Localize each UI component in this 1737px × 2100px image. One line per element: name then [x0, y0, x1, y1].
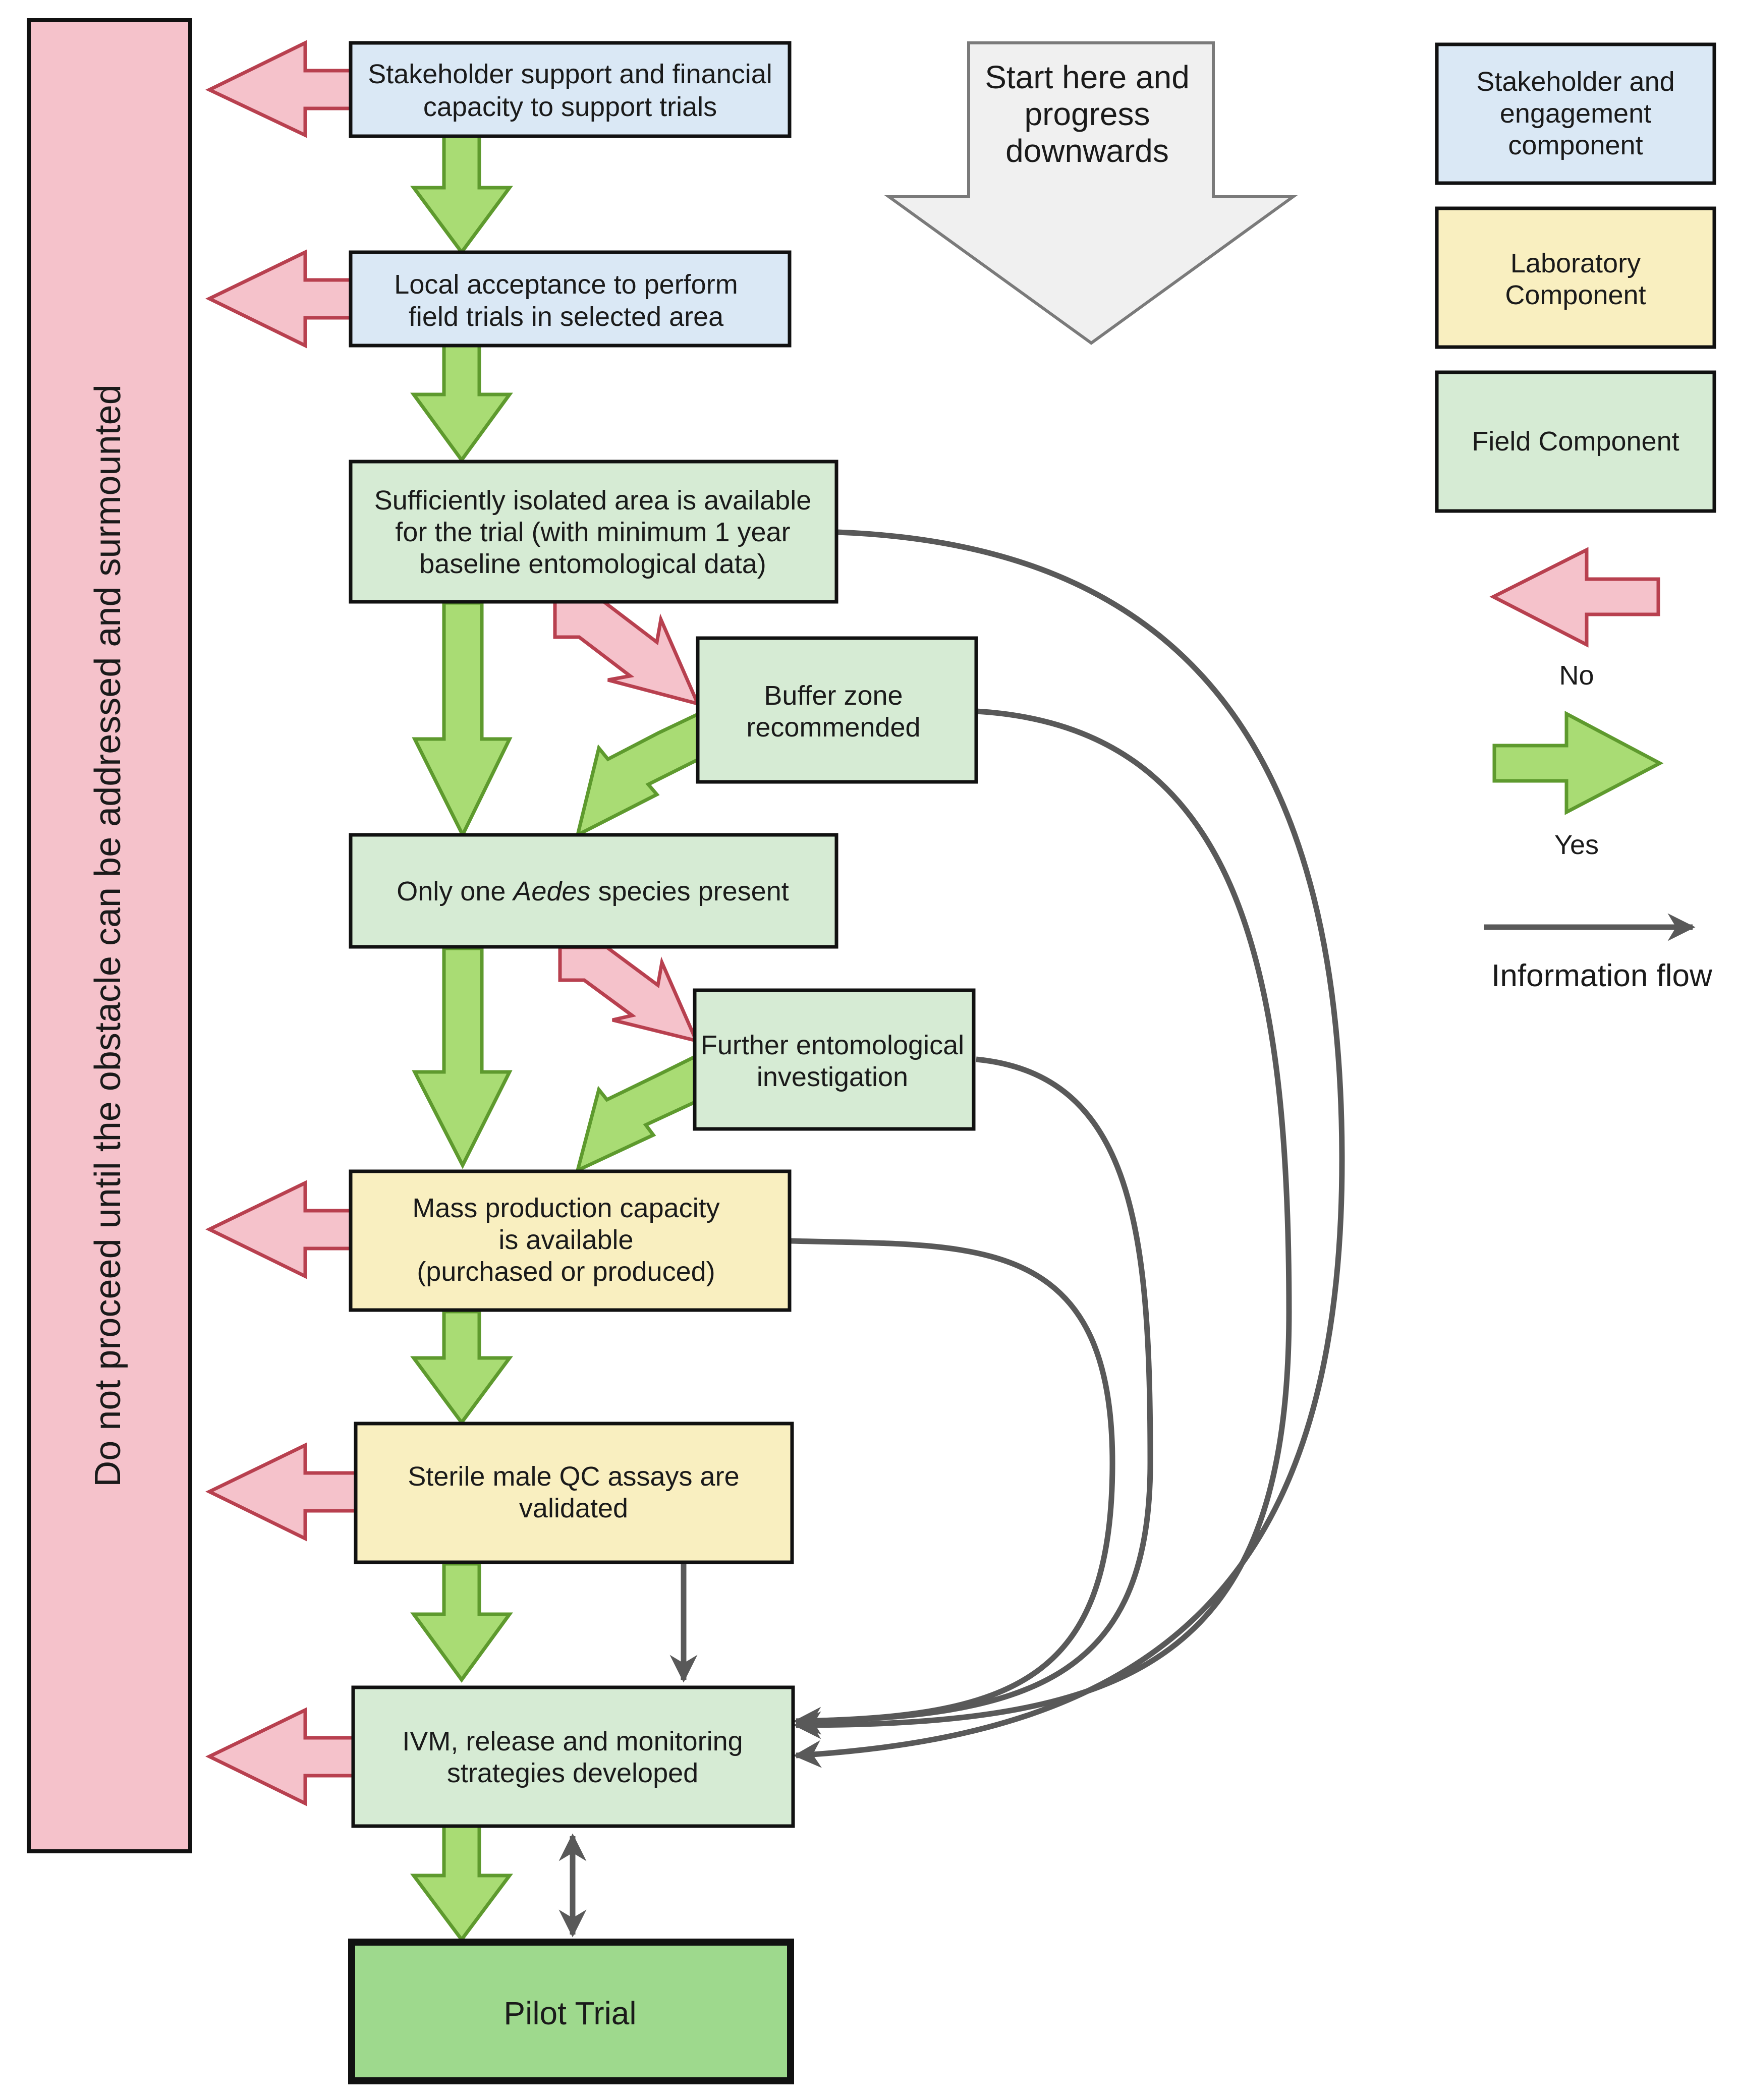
yes-arrow-5: [410, 1310, 513, 1426]
box-further-line-1: Further entomological: [701, 1030, 964, 1060]
legend-lab-line-2: Component: [1505, 280, 1646, 310]
yes-arrow-2: [410, 344, 513, 463]
start-arrow-line-3: downwards: [1005, 133, 1169, 169]
no-arrow-isolated-to-buffer: [553, 600, 701, 707]
box-mass-line-3: (purchased or produced): [417, 1257, 715, 1287]
legend-no-label: No: [1559, 660, 1594, 691]
box-mass-line-1: Mass production capacity: [412, 1193, 719, 1223]
yes-arrow-7: [410, 1824, 513, 1943]
yes-arrow-3: [412, 601, 513, 839]
yes-arrow-buffer-to-aedes: [575, 711, 701, 838]
side-banner-text: Do not proceed until the obstacle can be…: [88, 384, 128, 1487]
legend-lab-line-1: Laboratory: [1510, 248, 1641, 278]
box-local: Local acceptance to perform field trials…: [349, 250, 792, 348]
box-pilot-trial: Pilot Trial: [348, 1939, 794, 2084]
box-pilot-trial-text: Pilot Trial: [503, 1995, 636, 2031]
yes-arrow-6: [410, 1562, 513, 1683]
box-ivm-line-1: IVM, release and monitoring: [402, 1726, 743, 1756]
legend-stakeholder-line-2: engagement: [1500, 98, 1651, 129]
no-arrows: [205, 40, 701, 1806]
box-buffer: Buffer zone recommended: [696, 636, 978, 784]
box-local-line-1: Local acceptance to perform: [394, 269, 738, 300]
box-mass: Mass production capacity is available (p…: [349, 1169, 792, 1312]
box-further: Further entomological investigation: [693, 988, 976, 1131]
no-arrow-stakeholder: [205, 40, 353, 138]
legend-info-label: Information flow: [1491, 958, 1712, 993]
no-arrow-mass: [205, 1180, 353, 1279]
box-ivm: IVM, release and monitoring strategies d…: [351, 1685, 795, 1828]
legend-field-text: Field Component: [1472, 426, 1679, 457]
box-further-line-2: investigation: [757, 1062, 908, 1092]
box-isolated-line-1: Sufficiently isolated area is available: [374, 485, 812, 516]
legend-yes-arrow: [1492, 711, 1664, 815]
yes-arrow-4: [412, 946, 513, 1169]
box-aedes-italic: Aedes: [512, 876, 590, 906]
box-sterile: Sterile male QC assays are validated: [354, 1422, 794, 1564]
box-local-line-2: field trials in selected area: [409, 302, 724, 332]
box-ivm-line-2: strategies developed: [447, 1758, 698, 1788]
box-aedes-pre: Only one: [397, 876, 513, 906]
box-stakeholder-line-1: Stakeholder support and financial: [368, 59, 772, 89]
box-stakeholder-line-2: capacity to support trials: [423, 92, 717, 122]
no-arrow-local: [205, 249, 353, 349]
legend-stakeholder-line-3: component: [1508, 130, 1643, 160]
yes-arrow-1: [410, 134, 513, 255]
side-banner: Do not proceed until the obstacle can be…: [27, 18, 192, 1853]
no-arrow-aedes-to-further: [558, 945, 700, 1044]
start-arrow-line-2: progress: [1025, 96, 1150, 132]
start-arrow: Start here and progress downwards: [884, 41, 1298, 345]
box-buffer-line-2: recommended: [746, 712, 920, 743]
legend-no-arrow: [1489, 547, 1660, 648]
legend-yes-label: Yes: [1554, 830, 1599, 860]
info-line-buffer: [793, 708, 1292, 1739]
box-aedes-text: Only one Aedes species present: [397, 876, 789, 906]
box-sterile-line-2: validated: [519, 1493, 628, 1523]
box-sterile-line-1: Sterile male QC assays are: [408, 1461, 739, 1492]
box-stakeholder: Stakeholder support and financial capaci…: [349, 41, 792, 138]
legend-stakeholder: Stakeholder and engagement component: [1435, 42, 1716, 185]
box-isolated-line-3: baseline entomological data): [419, 549, 766, 579]
box-isolated: Sufficiently isolated area is available …: [349, 460, 838, 604]
box-buffer-line-1: Buffer zone: [764, 680, 903, 711]
legend-field: Field Component: [1435, 370, 1716, 513]
yes-arrows: [410, 134, 701, 1943]
no-arrow-ivm: [205, 1707, 355, 1806]
no-arrow-sterile: [205, 1442, 358, 1542]
box-aedes: Only one Aedes species present: [349, 833, 838, 949]
box-mass-line-2: is available: [498, 1225, 633, 1255]
start-arrow-line-1: Start here and: [985, 59, 1190, 95]
box-isolated-line-2: for the trial (with minimum 1 year: [395, 517, 790, 547]
legend-lab: Laboratory Component: [1435, 206, 1716, 349]
legend-stakeholder-line-1: Stakeholder and: [1476, 67, 1674, 97]
box-aedes-post: species present: [591, 876, 789, 906]
legend: Stakeholder and engagement component Lab…: [1435, 42, 1716, 993]
information-flow-lines: [558, 529, 1345, 1938]
yes-arrow-further-to-mass: [575, 1054, 697, 1174]
info-line-further: [793, 1056, 1153, 1735]
info-line-mass: [791, 1238, 1115, 1735]
